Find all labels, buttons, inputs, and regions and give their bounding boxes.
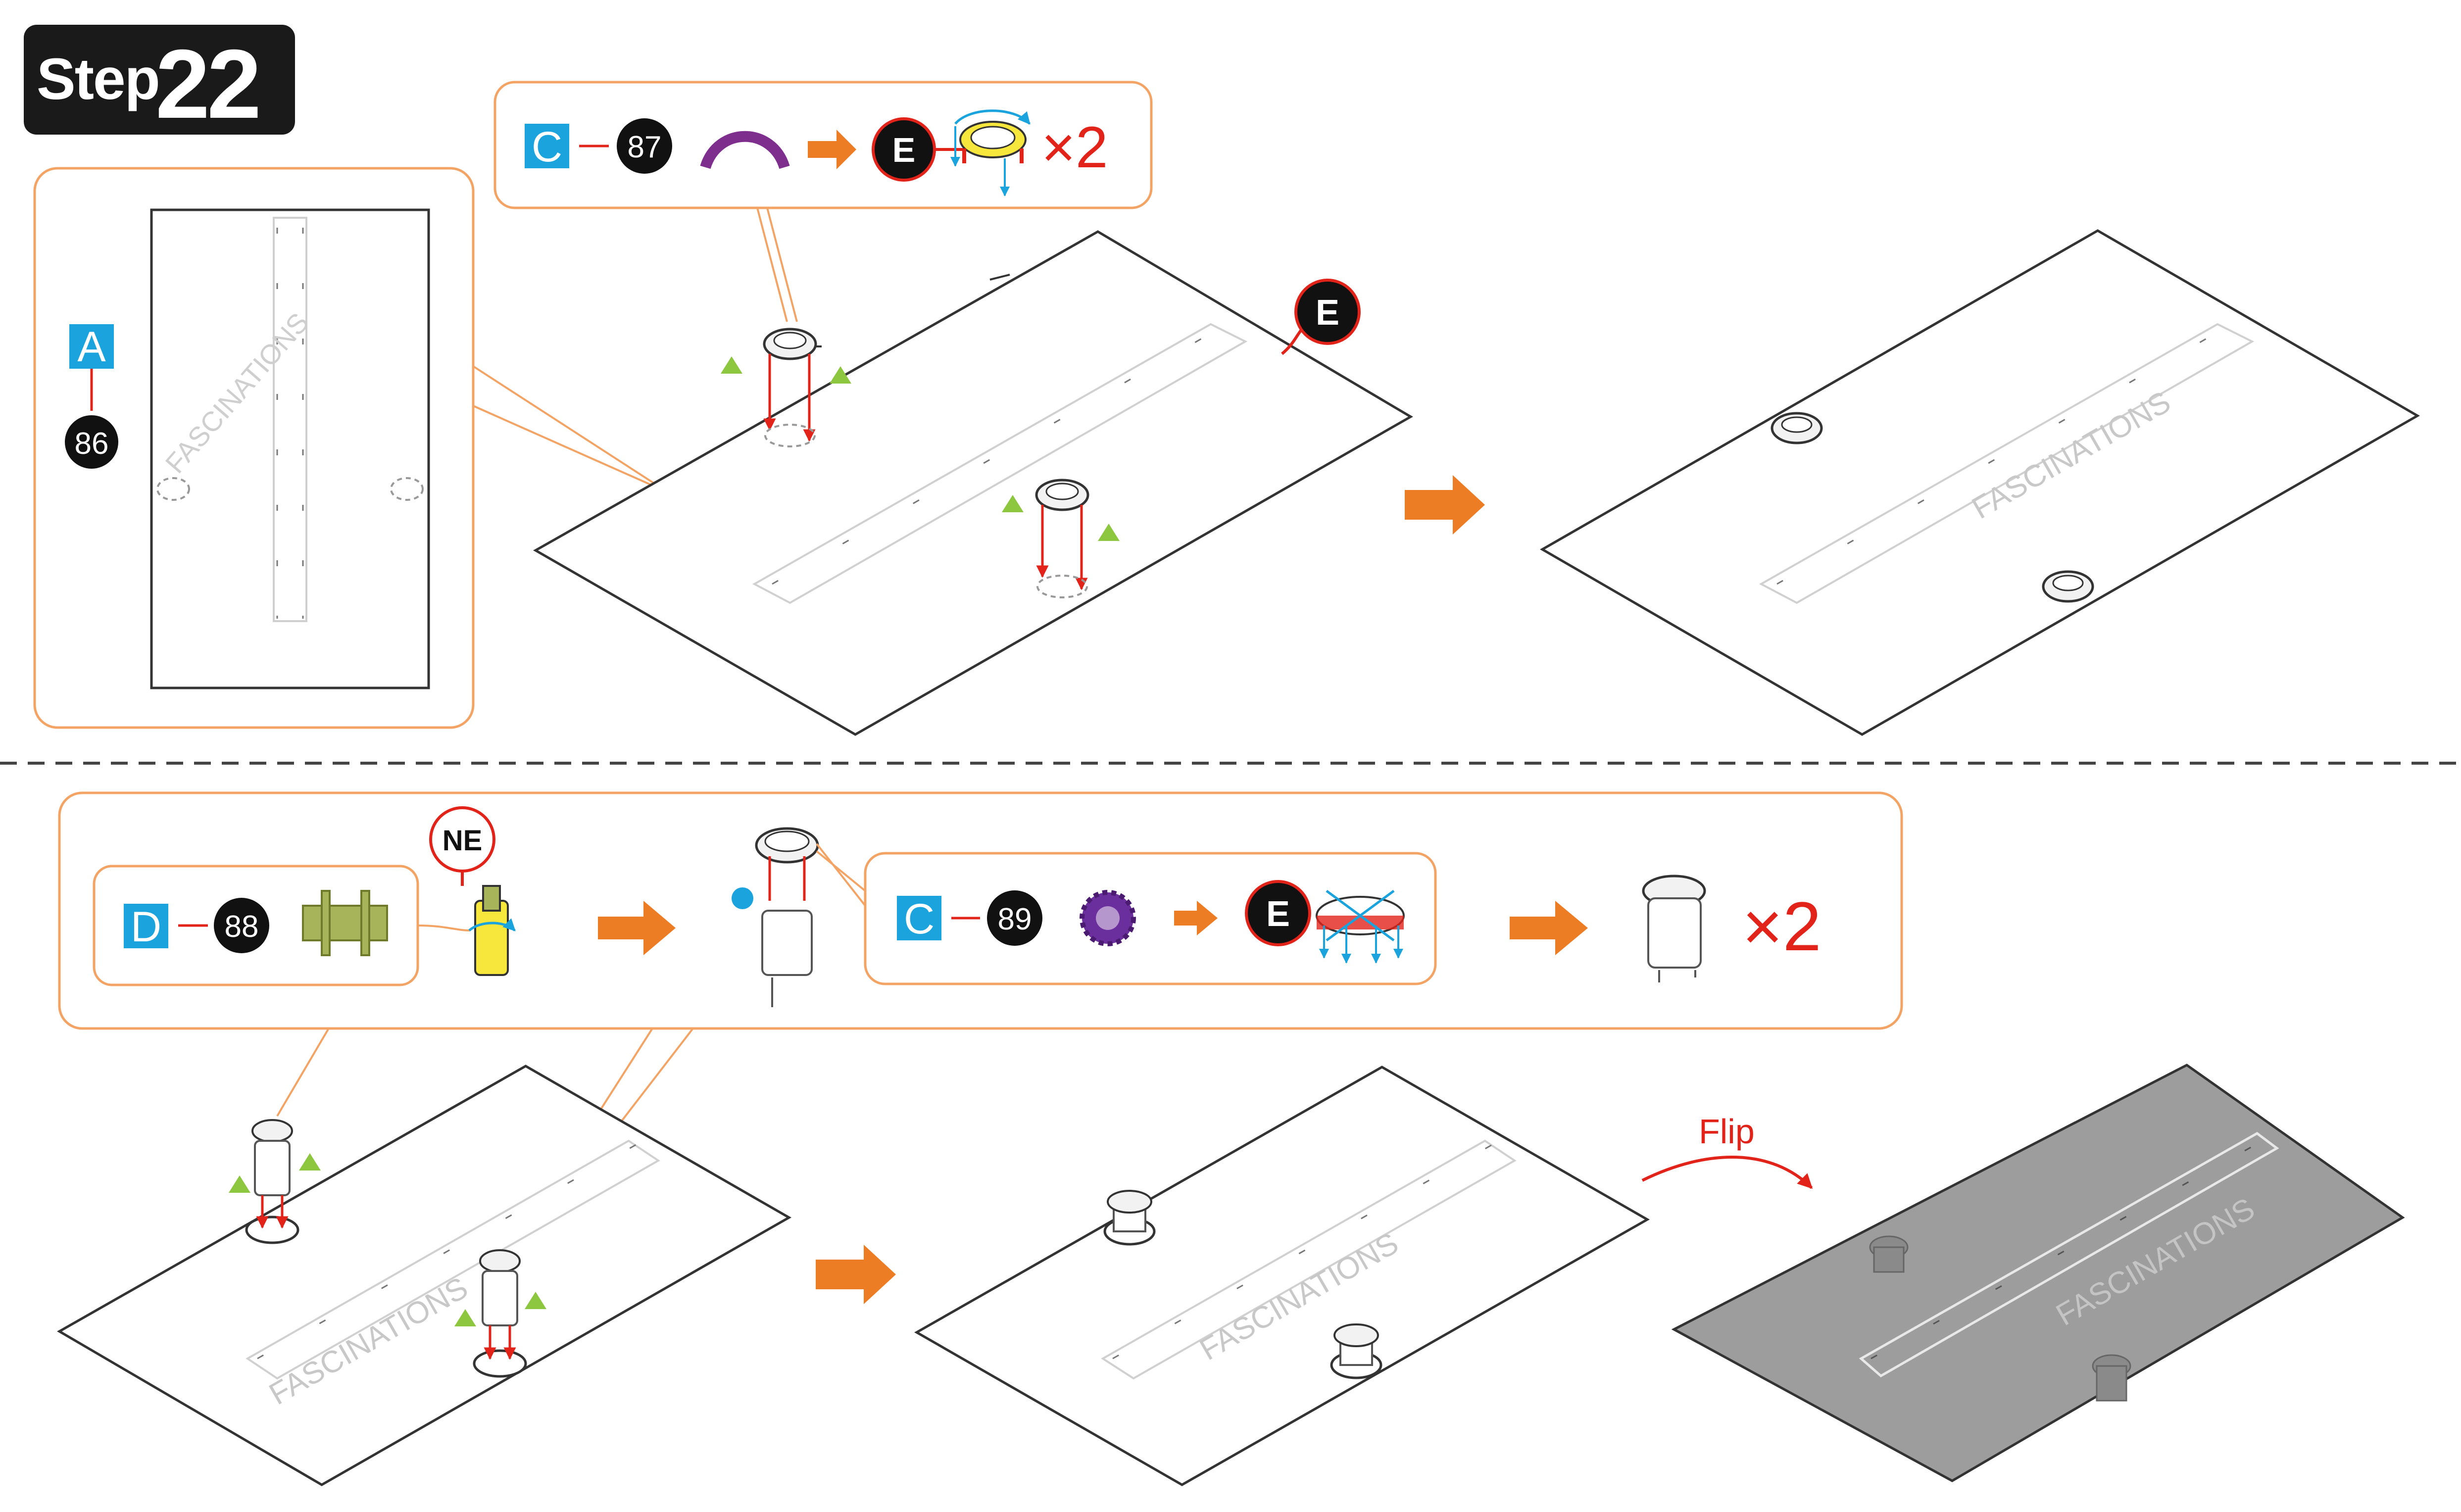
post-install-2 — [454, 1249, 546, 1378]
clip-part-icon — [302, 890, 388, 956]
bottom-assembly-callout: D 88 NE — [58, 791, 1903, 1261]
top-recipe-callout: C 87 E ×2 — [493, 81, 1153, 322]
board-top-result: FASCINATIONS — [1539, 229, 2420, 736]
flip-arrow: Flip — [1641, 1112, 1813, 1189]
arrow-icon — [808, 130, 856, 169]
finished-post-icon — [1642, 875, 1706, 982]
board-connector-e: E — [1316, 293, 1339, 333]
arrow-icon — [816, 1245, 896, 1304]
multiplier-x2: ×2 — [1742, 887, 1821, 965]
arrow-icon — [1405, 475, 1485, 535]
arrow-icon — [598, 901, 676, 955]
part-number-89: 89 — [998, 902, 1032, 936]
cap-install-icon — [1316, 889, 1405, 964]
board-plan — [150, 208, 430, 689]
plan-view-callout: A 86 FASCINATIONS — [33, 167, 669, 729]
letter-badge — [69, 324, 114, 369]
step-word: Step — [37, 47, 160, 112]
post-part-icon — [732, 827, 819, 1007]
part-number-87: 87 — [628, 130, 662, 164]
post-install-1 — [229, 1119, 321, 1244]
connector-e: E — [1266, 894, 1290, 934]
arc-connector-icon — [700, 131, 790, 169]
step-badge: Step 22 — [24, 25, 295, 139]
letter-c: C — [904, 895, 935, 943]
connector-ring-2 — [1002, 479, 1120, 598]
gear-connector-icon — [1080, 890, 1136, 946]
board-bottom-left: FASCINATIONS — [56, 1065, 792, 1486]
installed-post-2 — [1330, 1323, 1382, 1379]
arrow-icon — [1174, 901, 1218, 935]
part-number-88: 88 — [225, 910, 259, 944]
board-bottom-middle: FASCINATIONS — [914, 1066, 1650, 1486]
multiplier-x2: ×2 — [1041, 115, 1108, 180]
installed-post-1 — [1103, 1190, 1156, 1246]
part-number-badge — [65, 415, 118, 469]
flip-label: Flip — [1699, 1112, 1755, 1151]
letter-c: C — [532, 123, 562, 171]
step-number: 22 — [155, 29, 261, 139]
board-flipped: FASCINATIONS — [1671, 1064, 2405, 1482]
yellow-clip-icon — [468, 885, 516, 976]
letter-d: D — [131, 903, 161, 951]
part-number-86: 86 — [75, 427, 109, 461]
arrow-icon — [1510, 901, 1588, 955]
connector-ring-1 — [721, 328, 851, 447]
ring-install-icon — [935, 109, 1031, 196]
connector-e: E — [892, 131, 916, 169]
ne-tag: NE — [443, 825, 483, 857]
letter-a: A — [77, 323, 106, 371]
board-top-middle: E — [533, 230, 1413, 736]
